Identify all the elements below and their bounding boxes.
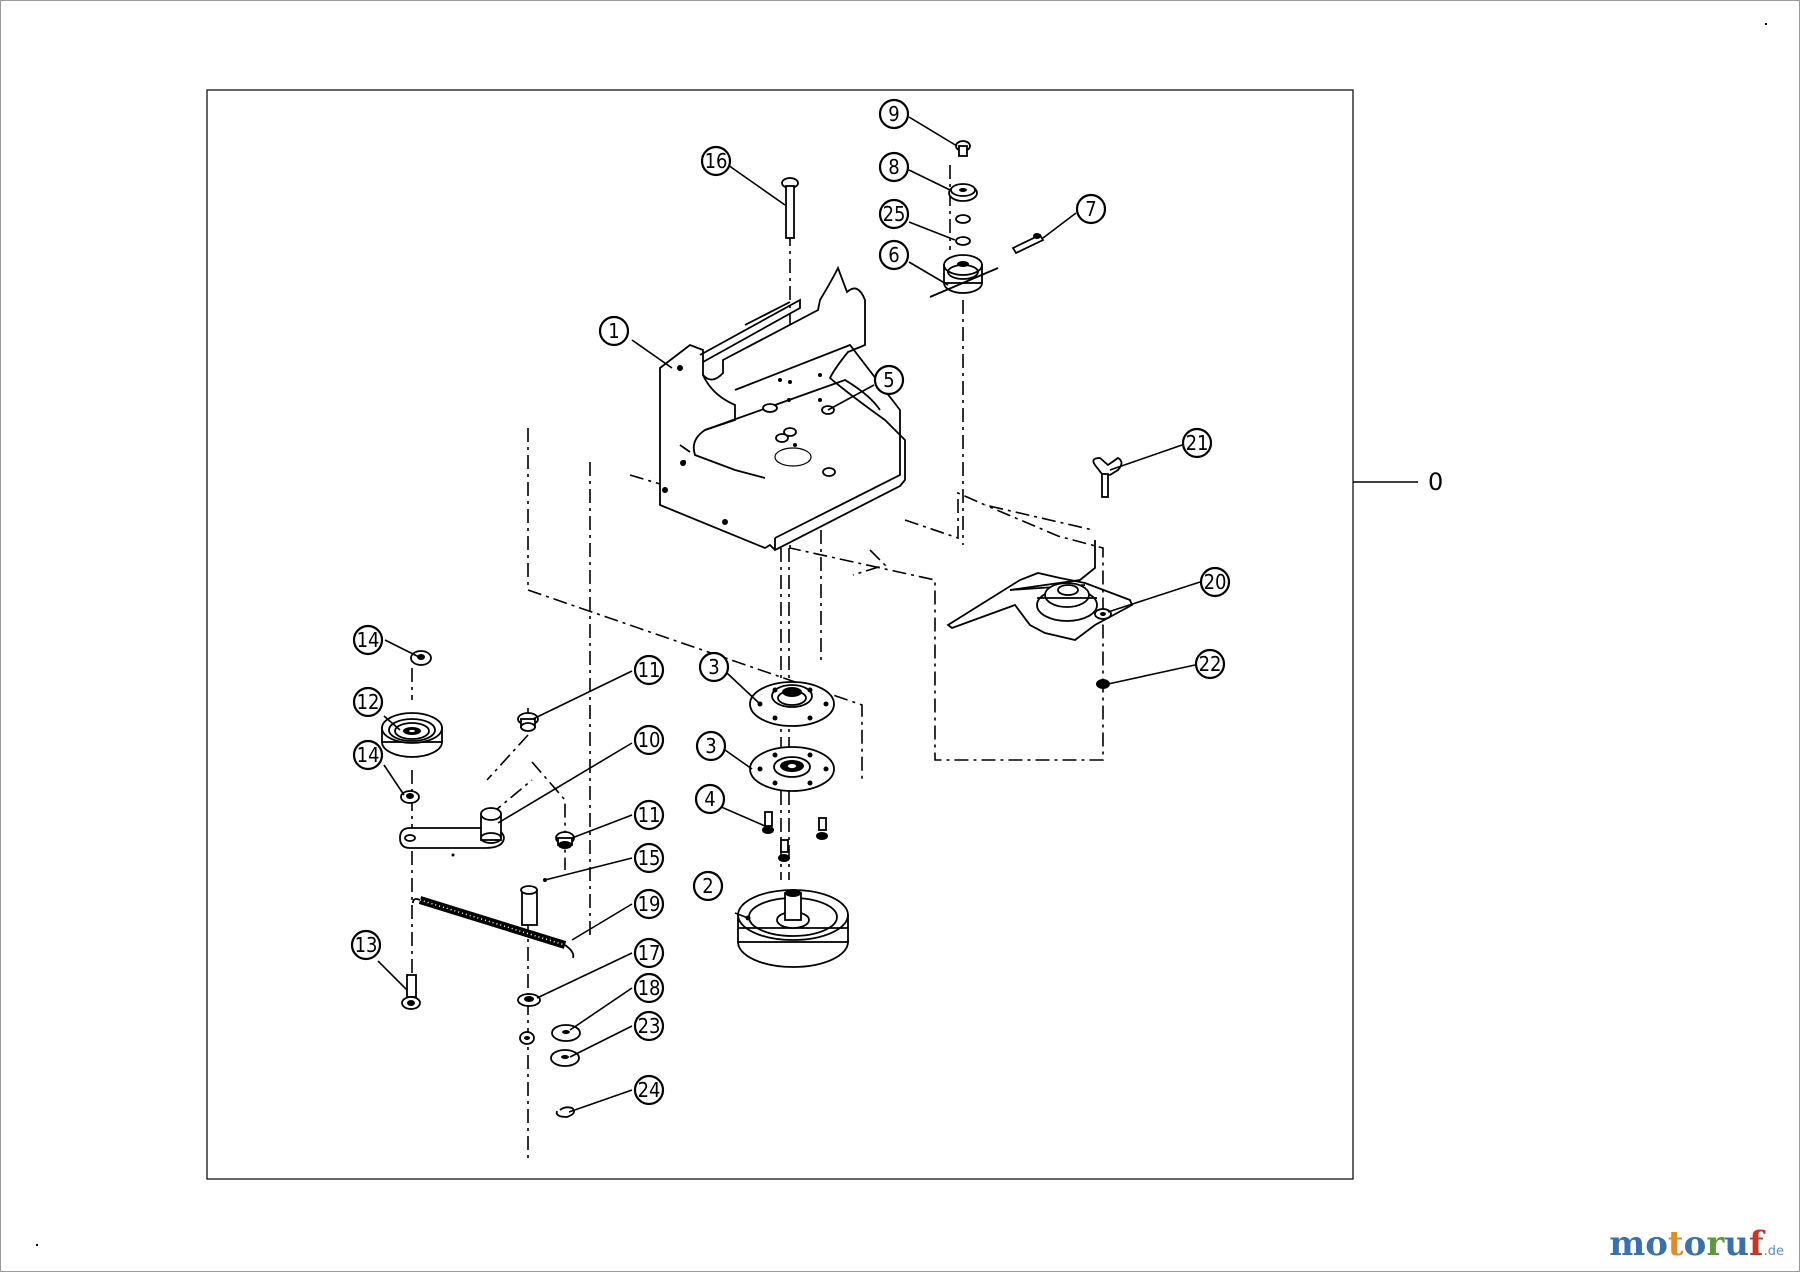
- svg-text:9: 9: [888, 102, 899, 126]
- part-10-arm: [399, 807, 505, 857]
- assembly-frame: [206, 89, 1354, 1180]
- part-3-flange-upper: [749, 681, 835, 727]
- svg-text:24: 24: [638, 1078, 661, 1102]
- assembly-label: 0: [1428, 468, 1444, 496]
- brand-letter: t: [1667, 1224, 1684, 1264]
- svg-text:17: 17: [638, 941, 661, 965]
- part-15-sleeve: [520, 878, 547, 926]
- svg-text:15: 15: [638, 846, 661, 870]
- svg-text:1: 1: [608, 319, 619, 343]
- callout-16: 16: [700, 145, 732, 177]
- svg-text:5: 5: [883, 368, 894, 392]
- callout-3-upper: 3: [698, 651, 730, 683]
- svg-text:20: 20: [1204, 570, 1227, 594]
- part-3-flange-lower: [749, 746, 835, 792]
- corner-dot-bottom-left: [36, 1244, 38, 1246]
- part-16-bolt: [781, 177, 799, 239]
- svg-text:8: 8: [888, 155, 899, 179]
- svg-text:19: 19: [638, 892, 661, 916]
- callout-20: 20: [1199, 566, 1231, 598]
- callout-25: 25: [878, 198, 910, 230]
- svg-text:23: 23: [638, 1014, 661, 1038]
- svg-text:22: 22: [1199, 652, 1222, 676]
- svg-text:12: 12: [357, 690, 380, 714]
- corner-dot-top-right: [1765, 23, 1767, 25]
- part-11-bushing-upper: [517, 712, 539, 732]
- svg-text:25: 25: [883, 202, 906, 226]
- callout-11-lower: 11: [633, 799, 665, 831]
- part-21-wing-bolt: [1092, 456, 1123, 498]
- callout-14-upper: 14: [352, 624, 384, 656]
- part-17-washer: [517, 993, 541, 1007]
- callout-2: 2: [692, 870, 724, 902]
- part-9-screw: [955, 140, 971, 157]
- svg-text:11: 11: [638, 658, 661, 682]
- callout-6: 6: [878, 239, 910, 271]
- part-7-pin: [1011, 233, 1045, 255]
- brand-logo: motoruf.de: [1609, 1224, 1784, 1264]
- callout-14-lower: 14: [352, 739, 384, 771]
- callout-21: 21: [1181, 427, 1213, 459]
- callout-19: 19: [633, 888, 665, 920]
- svg-text:18: 18: [638, 976, 661, 1000]
- part-20-mount-plate: [946, 540, 1134, 641]
- callout-10: 10: [633, 724, 665, 756]
- brand-letter: u: [1724, 1224, 1749, 1264]
- callout-23: 23: [633, 1010, 665, 1042]
- svg-text:11: 11: [638, 803, 661, 827]
- part-19-spring: [412, 896, 575, 959]
- part-11-bushing-lower: [555, 831, 575, 849]
- svg-text:4: 4: [704, 787, 715, 811]
- callout-7: 7: [1075, 193, 1107, 225]
- part-25-washer: [955, 214, 971, 246]
- part-2-pulley: [737, 889, 849, 968]
- part-13-bolt: [401, 974, 421, 1010]
- part-1-bracket: [659, 265, 906, 552]
- callout-17: 17: [633, 937, 665, 969]
- part-18-washer: [519, 1024, 581, 1045]
- part-14-nut-bottom: [400, 790, 420, 804]
- svg-text:13: 13: [355, 933, 378, 957]
- svg-text:3: 3: [708, 655, 719, 679]
- svg-text:3: 3: [705, 734, 716, 758]
- brand-letter: f: [1748, 1224, 1764, 1264]
- svg-text:7: 7: [1085, 197, 1096, 221]
- callout-9: 9: [878, 98, 910, 130]
- brand-letter: m: [1609, 1224, 1646, 1264]
- callout-12: 12: [352, 686, 384, 718]
- part-24-clip: [555, 1106, 575, 1118]
- part-23-washer: [550, 1049, 580, 1067]
- svg-text:14: 14: [357, 743, 380, 767]
- brand-letter: o: [1683, 1224, 1707, 1264]
- brand-suffix: .de: [1763, 1244, 1784, 1259]
- callout-13: 13: [350, 929, 382, 961]
- callout-5: 5: [873, 364, 905, 396]
- callout-24: 24: [633, 1074, 665, 1106]
- svg-text:21: 21: [1186, 431, 1209, 455]
- callout-8: 8: [878, 151, 910, 183]
- callout-leaders: [377, 116, 1201, 1113]
- callout-3-lower: 3: [695, 730, 727, 762]
- part-22-nut: [1096, 679, 1110, 689]
- brand-letter: r: [1706, 1224, 1725, 1264]
- part-12-idler-pulley: [381, 712, 443, 758]
- svg-text:10: 10: [638, 728, 661, 752]
- callout-15: 15: [633, 842, 665, 874]
- callout-1: 1: [598, 315, 630, 347]
- callout-18: 18: [633, 972, 665, 1004]
- part-4-bolts: [762, 811, 828, 862]
- callout-4: 4: [694, 783, 726, 815]
- callout-22: 22: [1194, 648, 1226, 680]
- svg-text:2: 2: [702, 874, 713, 898]
- svg-text:16: 16: [705, 149, 728, 173]
- svg-text:6: 6: [888, 243, 899, 267]
- brand-letter: o: [1645, 1224, 1668, 1264]
- callout-11-upper: 11: [633, 654, 665, 686]
- svg-text:14: 14: [357, 628, 380, 652]
- center-lines: [411, 165, 1104, 1160]
- part-8-washer: [948, 183, 978, 202]
- part-6-roller: [929, 254, 999, 298]
